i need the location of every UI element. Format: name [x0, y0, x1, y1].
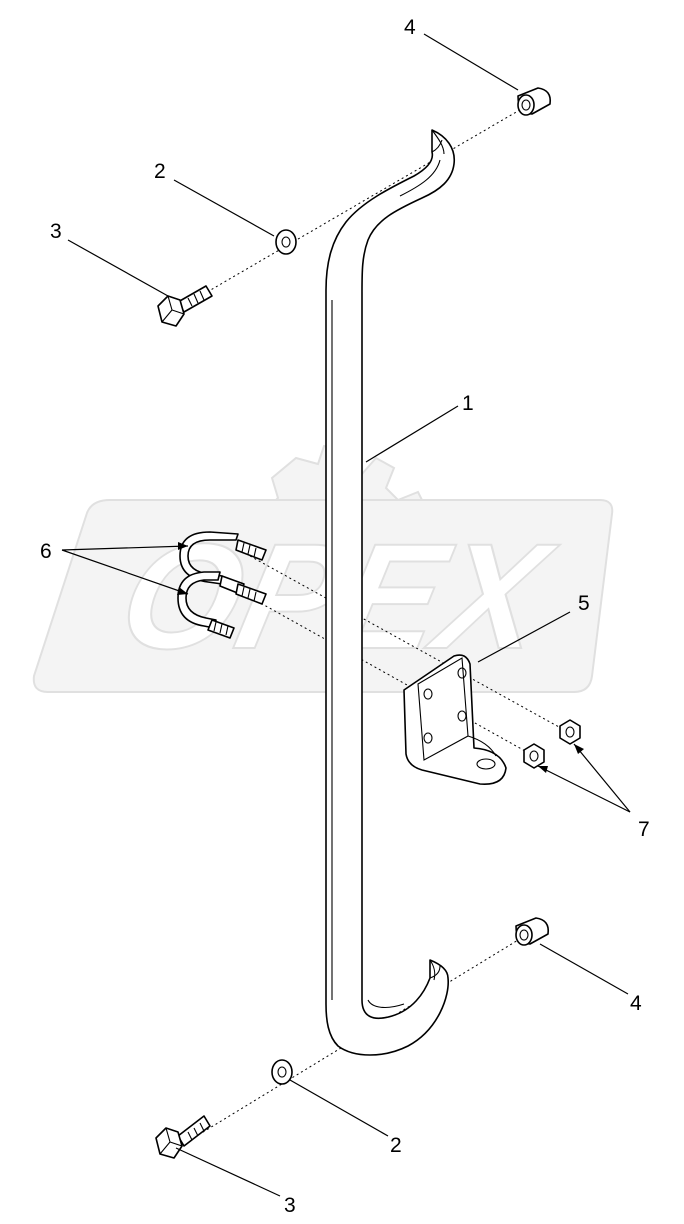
callout-spacer-top: 4 — [404, 16, 416, 39]
callout-bracket: 5 — [578, 592, 590, 615]
u-bolt-icon — [179, 531, 267, 605]
hex-bolt-icon — [157, 285, 213, 327]
callout-washer-bottom: 2 — [390, 1134, 402, 1157]
callout-handle-bar: 1 — [462, 392, 474, 415]
hex-nut-icon — [559, 719, 581, 745]
u-bolt-icon-lower — [177, 571, 235, 639]
flat-washer-icon — [275, 229, 297, 255]
callout-bolt-top: 3 — [50, 220, 62, 243]
callout-washer-top: 2 — [154, 160, 166, 183]
hex-nut-icon-lower — [523, 743, 545, 769]
spacer-bushing-icon — [517, 87, 552, 116]
mounting-bracket-icon — [403, 654, 507, 785]
callout-bolt-bottom: 3 — [284, 1194, 296, 1217]
callout-u-bolts: 6 — [40, 540, 52, 563]
watermark-logo: OPEX — [32, 444, 614, 693]
handle-bar-icon — [325, 129, 456, 1056]
callout-nuts: 7 — [638, 818, 650, 841]
callout-spacer-bottom: 4 — [630, 992, 642, 1015]
spacer-bushing-icon-bottom — [515, 917, 550, 946]
callout-numbers: 1 2 2 3 3 4 4 5 6 7 — [40, 16, 650, 1217]
leader-lines — [61, 33, 631, 1197]
hex-bolt-icon-bottom — [155, 1115, 211, 1159]
assembly-centerlines — [189, 103, 569, 1141]
flat-washer-icon-bottom — [271, 1059, 293, 1085]
